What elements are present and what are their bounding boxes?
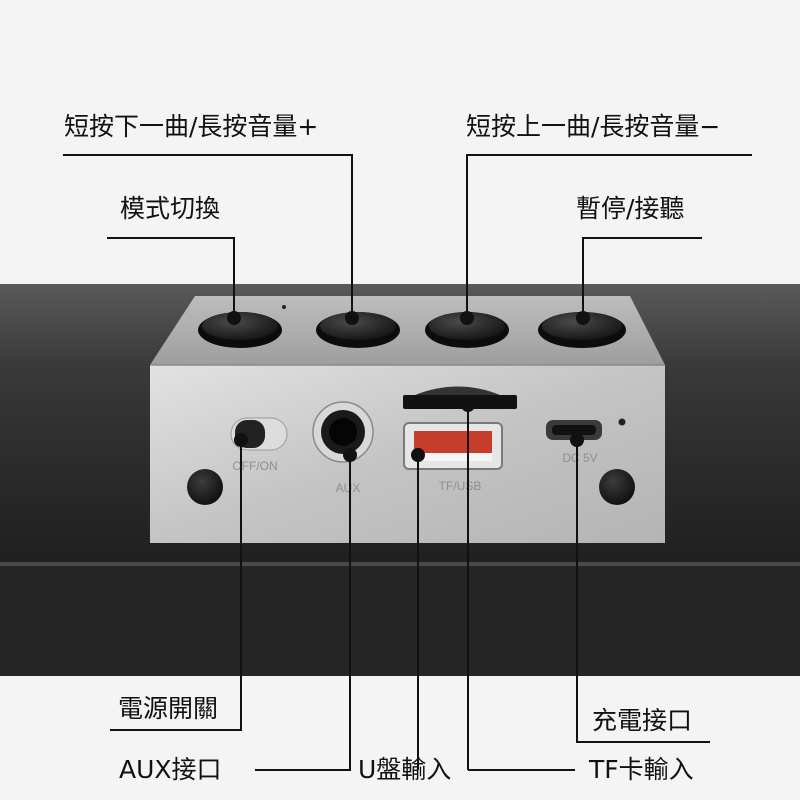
tf-card-slot[interactable] [403, 386, 517, 410]
callout-tf-input: TF卡輸入 [589, 755, 694, 784]
callout-next-track-vol-up: 短按下一曲/長按音量+ [64, 112, 319, 141]
tf-usb-marking: TF/USB [439, 479, 482, 493]
callout-usb-input: U盤輸入 [358, 755, 452, 784]
indicator-led [618, 418, 626, 426]
aux-marking: AUX [336, 481, 361, 495]
power-marking: OFF/ON [232, 459, 277, 473]
dc-marking: DC 5V [562, 451, 597, 465]
mode-button[interactable] [198, 312, 282, 348]
anchor-dots [227, 311, 590, 462]
dc-port[interactable] [546, 420, 602, 440]
leader-lines [63, 154, 752, 771]
right-screw [599, 469, 635, 505]
callout-pause-answer: 暫停/接聽 [576, 194, 685, 223]
callout-aux-port: AUX接口 [119, 755, 222, 784]
prev-track-button[interactable] [425, 312, 509, 348]
left-screw [187, 469, 223, 505]
aux-jack[interactable] [312, 401, 374, 463]
next-track-button[interactable] [316, 312, 400, 348]
usb-port[interactable] [403, 422, 503, 470]
callout-prev-track-vol-down: 短按上一曲/長按音量− [466, 112, 721, 141]
callout-charge-port: 充電接口 [592, 706, 693, 735]
callout-mode-switch: 模式切換 [120, 194, 221, 223]
pause-button[interactable] [538, 312, 626, 348]
callout-power-switch: 電源開關 [118, 694, 219, 723]
